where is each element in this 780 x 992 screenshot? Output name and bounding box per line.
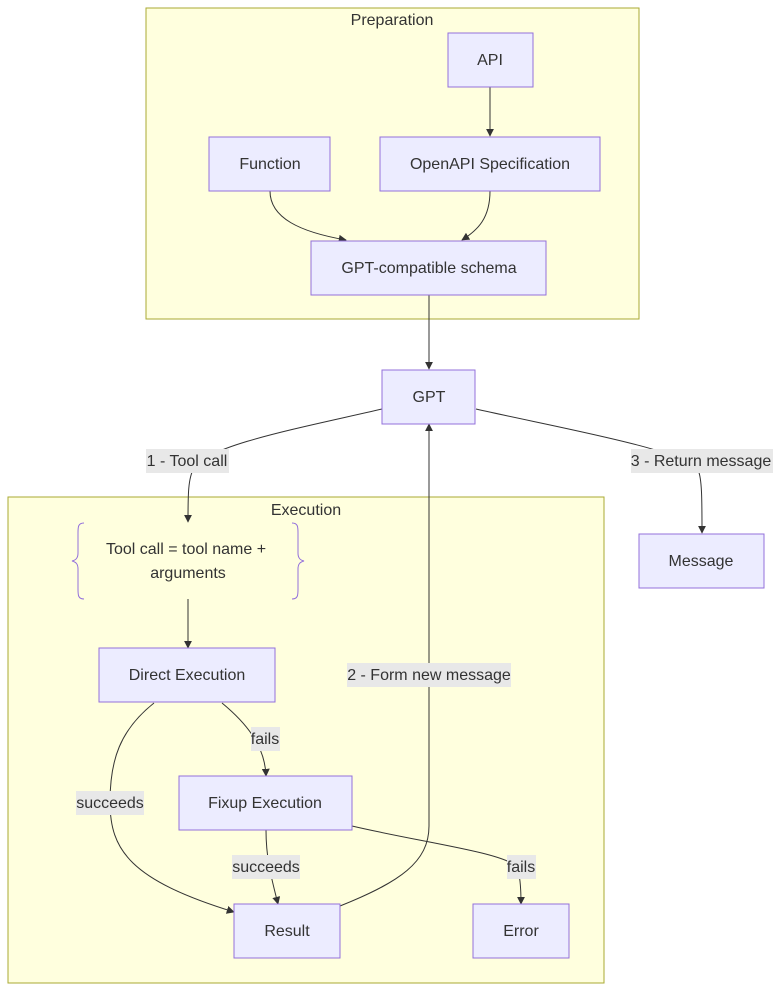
node-tool-call-label-line2: arguments [150, 565, 226, 582]
preparation-cluster-label: Preparation [351, 12, 434, 29]
node-gpt: GPT [381, 369, 476, 425]
edge-label-form-new-message-text: 2 - Form new message [347, 667, 511, 684]
edge-label-fixup-succeeds-text: succeeds [232, 859, 300, 876]
edge-label-form-new-message: 2 - Form new message [347, 663, 511, 687]
node-message: Message [638, 533, 765, 589]
node-message-label: Message [669, 553, 734, 570]
edge-function-to-schema [269, 190, 347, 243]
node-function-label: Function [239, 156, 300, 173]
edge-label-fixup-succeeds: succeeds [232, 855, 300, 879]
node-result: Result [233, 903, 341, 959]
node-fixup-execution-label: Fixup Execution [208, 795, 322, 812]
node-direct-execution-label: Direct Execution [129, 667, 246, 684]
execution-cluster: Execution [7, 496, 605, 984]
edge-label-tool-call: 1 - Tool call [146, 449, 229, 473]
edge-label-fixup-fails: fails [507, 855, 536, 879]
edge-label-tool-call-text: 1 - Tool call [147, 453, 228, 470]
edge-label-direct-fails-text: fails [251, 731, 279, 748]
edge-label-return-message-text: 3 - Return message [631, 453, 772, 470]
node-openapi-specification: OpenAPI Specification [379, 136, 601, 192]
execution-cluster-label: Execution [271, 502, 341, 519]
node-tool-call-label-line1: Tool call = tool name + [106, 541, 266, 558]
node-tool-call: Tool call = tool name + arguments [71, 522, 305, 600]
node-fixup-execution: Fixup Execution [178, 775, 353, 831]
edge-label-direct-succeeds: succeeds [76, 791, 144, 815]
node-direct-execution: Direct Execution [98, 647, 276, 703]
edge-openapi-to-schema [461, 190, 491, 241]
tool-call-right-brace [291, 522, 305, 600]
edge-label-direct-fails: fails [251, 727, 280, 751]
node-openapi-specification-label: OpenAPI Specification [410, 156, 570, 173]
node-function: Function [208, 136, 331, 192]
node-result-label: Result [264, 923, 310, 940]
edge-label-direct-succeeds-text: succeeds [76, 795, 144, 812]
edge-fixup-to-error [351, 825, 525, 905]
edge-result-to-gpt [339, 423, 433, 907]
node-api-label: API [477, 52, 503, 69]
node-api: API [447, 32, 534, 88]
node-gpt-label: GPT [413, 389, 446, 406]
edge-label-return-message: 3 - Return message [631, 449, 773, 473]
node-gpt-compatible-schema: GPT-compatible schema [310, 240, 547, 296]
node-gpt-compatible-schema-label: GPT-compatible schema [341, 260, 516, 277]
edge-label-fixup-fails-text: fails [507, 859, 535, 876]
tool-call-left-brace [71, 522, 85, 600]
node-error-label: Error [503, 923, 539, 940]
node-error: Error [472, 903, 570, 959]
